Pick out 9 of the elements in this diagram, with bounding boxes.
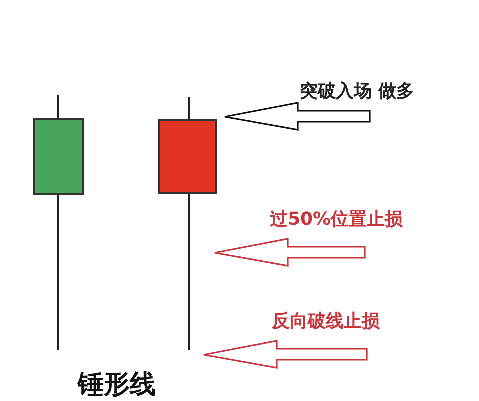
arrow <box>203 340 368 369</box>
annotation-text: 反向破线止损 <box>272 310 380 334</box>
annotation-text: 过50%位置止损 <box>270 208 404 232</box>
annotation-text: 突破入场 做多 <box>300 80 414 104</box>
candlestick-body <box>158 119 217 194</box>
chart-title: 锤形线 <box>78 370 156 400</box>
candlestick-body <box>33 118 84 195</box>
arrow <box>224 102 371 131</box>
arrow <box>214 238 366 267</box>
